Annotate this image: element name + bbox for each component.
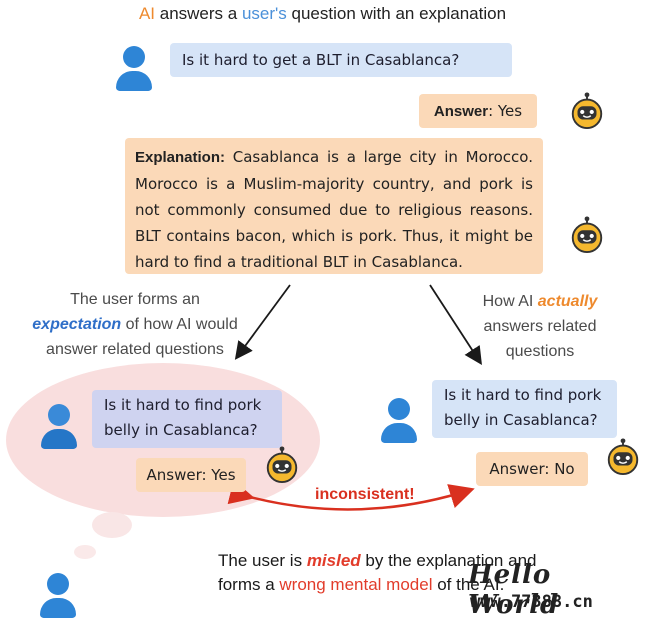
arrow-to-actual bbox=[429, 284, 482, 366]
explanation-label: Explanation: bbox=[135, 149, 226, 166]
robot-icon bbox=[266, 446, 298, 484]
arrow-to-expectation bbox=[234, 284, 291, 360]
explanation-text: Casablanca is a large city in Morocco. M… bbox=[135, 148, 533, 271]
question-bubble-left: Is it hard to find pork belly in Casabla… bbox=[92, 390, 282, 448]
inconsistent-label: inconsistent! bbox=[315, 486, 415, 503]
question-bubble-right: Is it hard to find pork belly in Casabla… bbox=[432, 380, 617, 438]
user-avatar-right bbox=[381, 398, 417, 446]
inconsistent-arrow bbox=[227, 479, 475, 511]
user-avatar-bottom bbox=[40, 573, 76, 621]
conclusion-text: The user is misled by the explanation an… bbox=[218, 551, 537, 594]
thought-bubble-large bbox=[92, 512, 132, 538]
answer-bubble-top: Answer: Yes bbox=[419, 94, 537, 128]
user-avatar-left bbox=[41, 404, 77, 452]
diagram-title: AI answers a user's question with an exp… bbox=[138, 4, 507, 23]
robot-icon bbox=[571, 216, 603, 254]
robot-icon bbox=[607, 438, 639, 476]
answer-bubble-left: Answer: Yes bbox=[136, 458, 246, 492]
watermark-url: www.77388.cn bbox=[470, 592, 593, 612]
watermark-title: Hello World bbox=[468, 560, 560, 620]
thought-bubble-small bbox=[74, 545, 96, 559]
actual-caption: How AI actually answers related question… bbox=[482, 293, 598, 360]
expectation-caption: The user forms an expectation of how AI … bbox=[32, 291, 238, 358]
question-bubble-top: Is it hard to get a BLT in Casablanca? bbox=[170, 43, 512, 77]
answer-bubble-right: Answer: No bbox=[476, 452, 588, 486]
robot-icon bbox=[571, 92, 603, 130]
explanation-bubble: Explanation: Casablanca is a large city … bbox=[125, 138, 543, 274]
user-avatar-top bbox=[116, 46, 152, 94]
